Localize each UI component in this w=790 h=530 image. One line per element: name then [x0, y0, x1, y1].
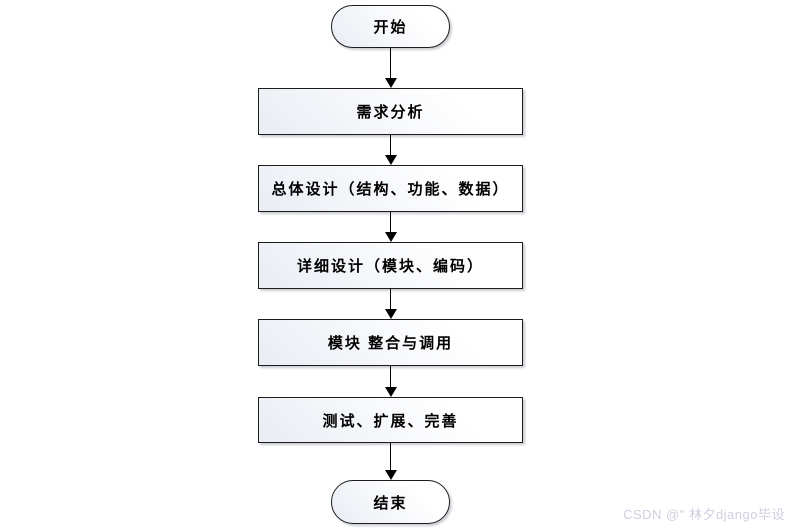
flow-node-end-terminator: 结束 [331, 480, 450, 524]
flow-arrow-down [384, 443, 397, 480]
arrow-line [389, 443, 392, 470]
flow-node-label: 需求分析 [356, 104, 425, 121]
arrow-line [389, 366, 392, 387]
arrow-down-icon [384, 78, 397, 88]
arrow-line [389, 135, 392, 155]
flow-node-label: 模块 整合与调用 [327, 335, 454, 352]
flow-node-module-integration: 模块 整合与调用 [258, 319, 523, 366]
flow-node-detailed-design: 详细设计（模块、编码） [258, 242, 523, 289]
flow-node-label: 开始 [373, 19, 408, 36]
arrow-down-icon [384, 470, 397, 480]
csdn-watermark: CSDN @" 林夕django毕设 [623, 507, 785, 522]
arrow-down-icon [384, 387, 397, 397]
arrow-down-icon [384, 232, 397, 242]
arrow-down-icon [384, 309, 397, 319]
flow-node-start-terminator: 开始 [331, 5, 450, 48]
flow-arrow-down [384, 48, 397, 88]
arrow-line [389, 289, 392, 309]
flow-arrow-down [384, 212, 397, 242]
flow-arrow-down [384, 289, 397, 319]
flow-node-label: 结束 [373, 494, 408, 512]
arrow-line [389, 212, 392, 232]
flow-node-label: 详细设计（模块、编码） [296, 258, 484, 275]
flow-node-overall-design: 总体设计（结构、功能、数据） [258, 165, 523, 212]
flow-node-label: 测试、扩展、完善 [322, 412, 459, 430]
arrow-down-icon [384, 155, 397, 165]
flow-arrow-down [384, 135, 397, 165]
flow-node-requirements-analysis: 需求分析 [258, 88, 523, 135]
flow-node-testing-improvement: 测试、扩展、完善 [258, 397, 523, 443]
arrow-line [389, 48, 392, 78]
flow-arrow-down [384, 366, 397, 397]
flow-node-label: 总体设计（结构、功能、数据） [271, 181, 510, 198]
